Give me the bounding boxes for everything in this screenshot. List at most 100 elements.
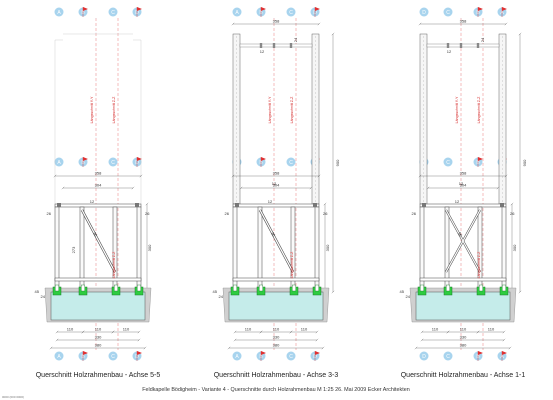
section-flag [478, 7, 483, 11]
dim-ground-a: 45 [35, 289, 40, 294]
axis-marker-label: C [289, 10, 293, 16]
axis-marker [54, 7, 64, 17]
label-lz-lower: Längsschnitt Z-Z [477, 251, 481, 279]
axis-marker-label: A [500, 354, 504, 360]
section-title: Querschnitt Holzrahmenbau - Achse 5-5 [36, 372, 161, 379]
axis-marker-label: C [111, 160, 115, 166]
dim-bay-1: 110 [432, 327, 439, 332]
dim-bay-3: 110 [488, 327, 495, 332]
axis-marker-label: D [422, 10, 426, 16]
margin-note: 0000 (000 0000) [2, 395, 24, 399]
beam-bracket [476, 43, 480, 48]
wall-left-upper [419, 33, 428, 205]
footer-caption: Feldkapelle Bödigheim - Variante 4 - Que… [142, 387, 409, 393]
axis-marker [54, 351, 64, 361]
axis-marker [108, 351, 118, 361]
dimension-tick [518, 32, 522, 36]
section-flag [261, 351, 266, 355]
dim-inner-bottom: 330 [95, 335, 102, 340]
dim-height: 900 [522, 159, 527, 166]
dim-outer-frame: 358 [273, 171, 280, 176]
dim-height: 900 [335, 159, 340, 166]
dim-post: 12 [447, 49, 452, 54]
section-title: Querschnitt Holzrahmenbau - Achse 3-3 [214, 372, 339, 379]
dim-ground-b: 24 [406, 294, 411, 299]
dimension-tick [61, 186, 65, 190]
sill-beam [419, 277, 507, 282]
dimension-tick [331, 290, 335, 294]
brace-fill [445, 209, 481, 273]
dim-outer-frame: 358 [95, 171, 102, 176]
ring-beam [239, 43, 313, 48]
beam-bracket [259, 43, 263, 48]
dim-ground-a: 45 [400, 289, 405, 294]
dimension-tick [289, 330, 293, 334]
dim-post: 12 [260, 49, 265, 54]
section-flag [261, 157, 266, 161]
axis-marker-label: C [446, 160, 450, 166]
anchor-plate [259, 284, 264, 292]
dim-outer-bottom: 380 [273, 343, 280, 348]
dimension-tick [504, 22, 508, 26]
dim-small: 12 [459, 181, 464, 186]
dim-rail: 24 [293, 37, 298, 42]
beam-bracket [459, 43, 463, 48]
dim-frame-total-label: 300 [147, 244, 152, 251]
steel-connector [57, 203, 61, 207]
foundation-slab [228, 291, 324, 321]
label-lz: Längsschnitt Z-Z [112, 96, 116, 124]
dimension-tick [239, 186, 243, 190]
dim-right: 26 [145, 211, 150, 216]
dimension-tick [508, 346, 512, 350]
anchor-plate [420, 284, 425, 292]
dim-inner-frame: 304 [273, 183, 280, 188]
dim-rail: 24 [480, 37, 485, 42]
dimension-tick [414, 346, 418, 350]
dimension-tick [420, 338, 424, 342]
dim-diagonal: 36 [270, 231, 277, 238]
dim-outer-top: 358 [460, 19, 467, 24]
axis-marker [108, 7, 118, 17]
dim-small: 12 [90, 199, 95, 204]
ring-beam [426, 43, 500, 48]
dimension-tick [233, 338, 237, 342]
dim-ground-b: 24 [41, 294, 46, 299]
axis-marker-label: A [500, 10, 504, 16]
dimension-tick [137, 330, 141, 334]
dimension-tick [418, 22, 422, 26]
axis-marker-label: B [476, 354, 480, 360]
dimension-tick [317, 174, 321, 178]
axis-marker [108, 157, 118, 167]
dimension-tick [446, 330, 450, 334]
dim-small: 12 [272, 181, 277, 186]
wall-left-upper [232, 33, 241, 205]
dim-left: 26 [47, 211, 52, 216]
sill-beam [232, 277, 320, 282]
section-flag [83, 157, 88, 161]
dim-right: 26 [510, 211, 515, 216]
anchor-plate [80, 284, 85, 292]
axis-marker [54, 157, 64, 167]
section-flag [137, 351, 142, 355]
top-beam [232, 203, 320, 208]
wall-right-upper [498, 33, 507, 205]
label-lv: Längsschnitt Y-Y [268, 96, 272, 123]
section-flag [315, 351, 320, 355]
dimension-tick [420, 330, 424, 334]
dimension-tick [321, 346, 325, 350]
dimension-tick [137, 338, 141, 342]
axis-marker [443, 351, 453, 361]
dim-small: 12 [455, 199, 460, 204]
axis-marker-label: C [446, 354, 450, 360]
anchor-plate [446, 284, 451, 292]
anchor-plate [315, 284, 320, 292]
dimension-tick [145, 202, 149, 206]
axis-marker-label: A [57, 160, 61, 166]
dim-frame-height: 273 [71, 246, 76, 253]
dim-inner-bottom: 330 [273, 335, 280, 340]
dim-ground-b: 24 [219, 294, 224, 299]
label-lz: Längsschnitt Z-Z [290, 96, 294, 124]
anchor-plate [232, 284, 237, 292]
beam-bracket [289, 43, 293, 48]
foundation-slab [50, 291, 146, 321]
